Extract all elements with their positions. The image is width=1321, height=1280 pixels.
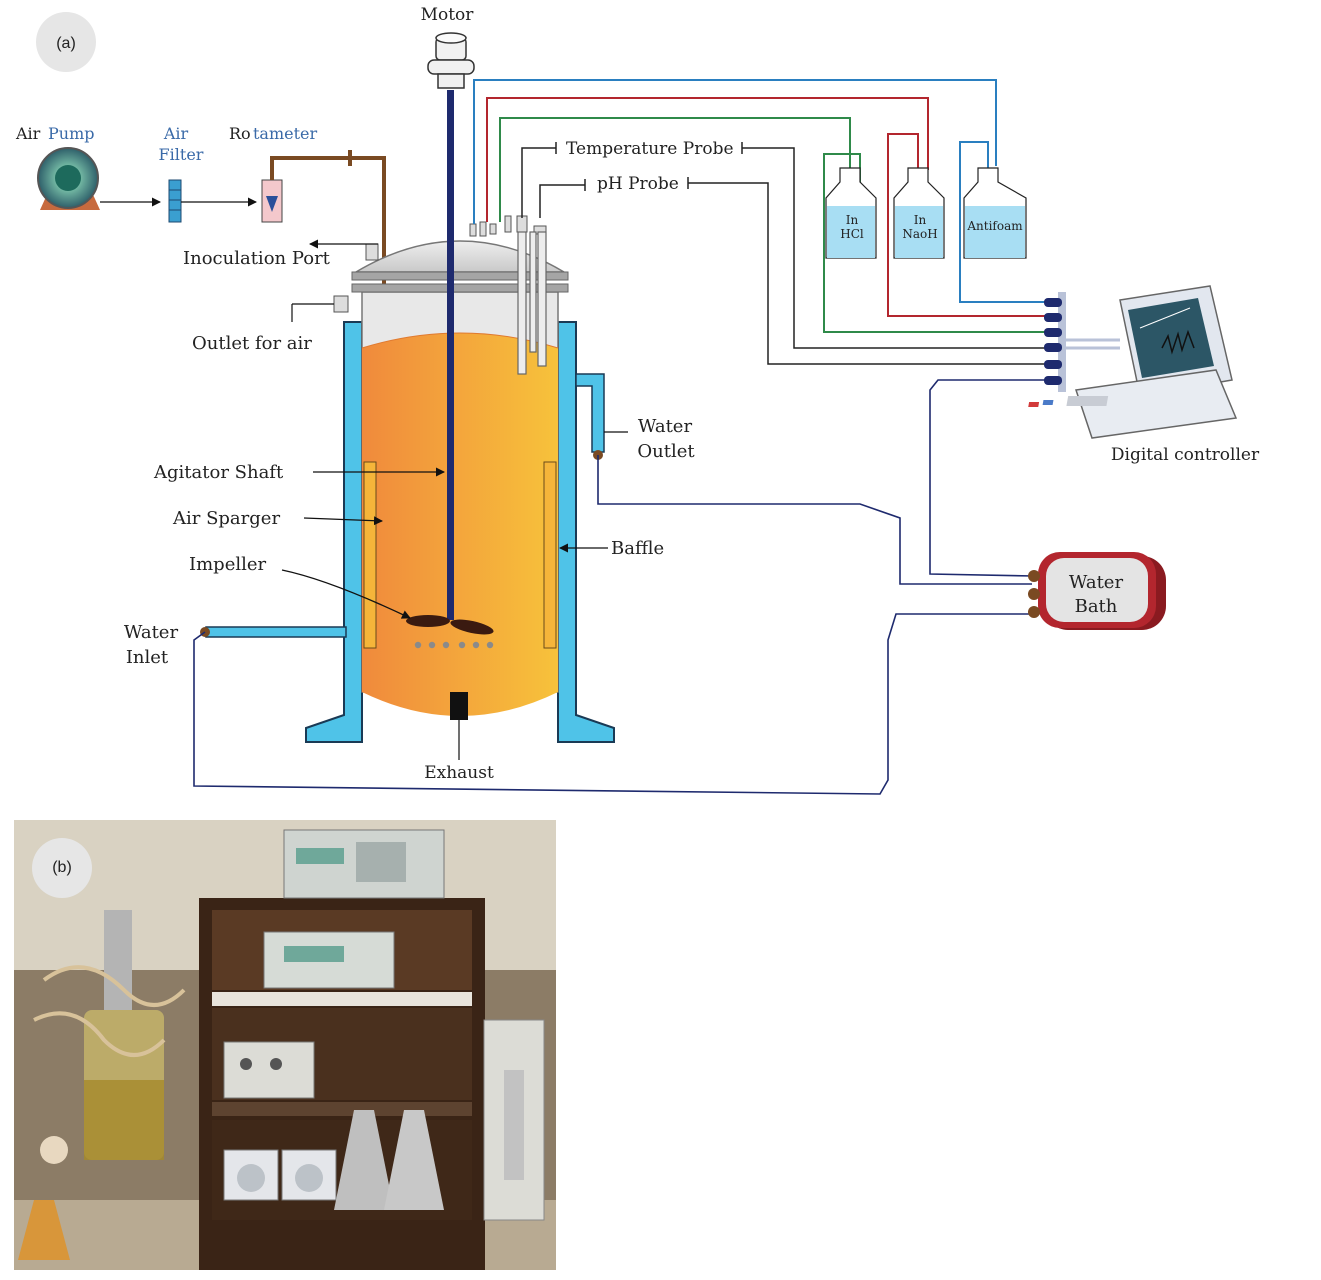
label-bottle-antifoam: Antifoam bbox=[966, 219, 1023, 233]
label-water-outlet-a: Water bbox=[638, 416, 693, 437]
label-ph-probe: pH Probe bbox=[597, 174, 679, 194]
label-air-filter-b: Filter bbox=[159, 145, 204, 164]
label-water-bath-a: Water bbox=[1069, 572, 1124, 593]
label-baffle: Baffle bbox=[611, 538, 664, 559]
bioreactor-photo: (b) bbox=[14, 820, 556, 1270]
controller-connector bbox=[1044, 292, 1120, 392]
label-bottle-naoh-b: NaoH bbox=[902, 227, 937, 241]
label-inoculation-port: Inoculation Port bbox=[183, 248, 331, 269]
label-air-pump-b: Pump bbox=[48, 124, 94, 143]
panel-b-tag-text: (b) bbox=[52, 859, 72, 877]
exhaust-pipe bbox=[450, 692, 468, 720]
label-motor: Motor bbox=[421, 5, 475, 25]
rotameter-icon bbox=[262, 180, 282, 222]
label-bottle-naoh-a: In bbox=[914, 213, 927, 227]
label-air-filter-a: Air bbox=[163, 124, 189, 143]
air-filter-icon bbox=[169, 180, 181, 222]
label-water-bath-b: Bath bbox=[1075, 596, 1118, 617]
agitator-shaft bbox=[447, 90, 454, 620]
label-water-outlet-b: Outlet bbox=[637, 441, 695, 462]
label-impeller: Impeller bbox=[189, 554, 267, 575]
label-exhaust: Exhaust bbox=[424, 763, 494, 783]
label-bottle-hcl-a: In bbox=[846, 213, 859, 227]
air-pump-icon bbox=[38, 148, 100, 210]
label-rotameter-b: tameter bbox=[253, 124, 318, 143]
panel-a-tag: (a) bbox=[36, 12, 96, 72]
fermentation-vessel bbox=[362, 292, 558, 716]
label-air-pump-a: Air bbox=[15, 124, 41, 143]
label-water-inlet-a: Water bbox=[124, 622, 179, 643]
panel-b-tag: (b) bbox=[32, 838, 92, 898]
label-water-inlet-b: Inlet bbox=[126, 647, 169, 668]
label-agitator-shaft: Agitator Shaft bbox=[153, 462, 284, 483]
label-bottle-hcl-b: HCl bbox=[840, 227, 864, 241]
panel-a-tag-text: (a) bbox=[56, 35, 76, 52]
label-outlet-for-air: Outlet for air bbox=[192, 333, 312, 354]
bottle-antifoam bbox=[964, 168, 1026, 258]
baffle-left bbox=[364, 462, 376, 648]
baffle-right bbox=[544, 462, 556, 648]
bioreactor-diagram: (a) Air Pump Air Filter Ro tameter bbox=[0, 0, 1321, 810]
label-temperature-probe: Temperature Probe bbox=[566, 139, 734, 159]
label-rotameter-a: Ro bbox=[229, 124, 251, 143]
label-digital-controller: Digital controller bbox=[1111, 445, 1260, 465]
label-air-sparger: Air Sparger bbox=[172, 508, 280, 529]
motor-icon bbox=[428, 33, 474, 88]
